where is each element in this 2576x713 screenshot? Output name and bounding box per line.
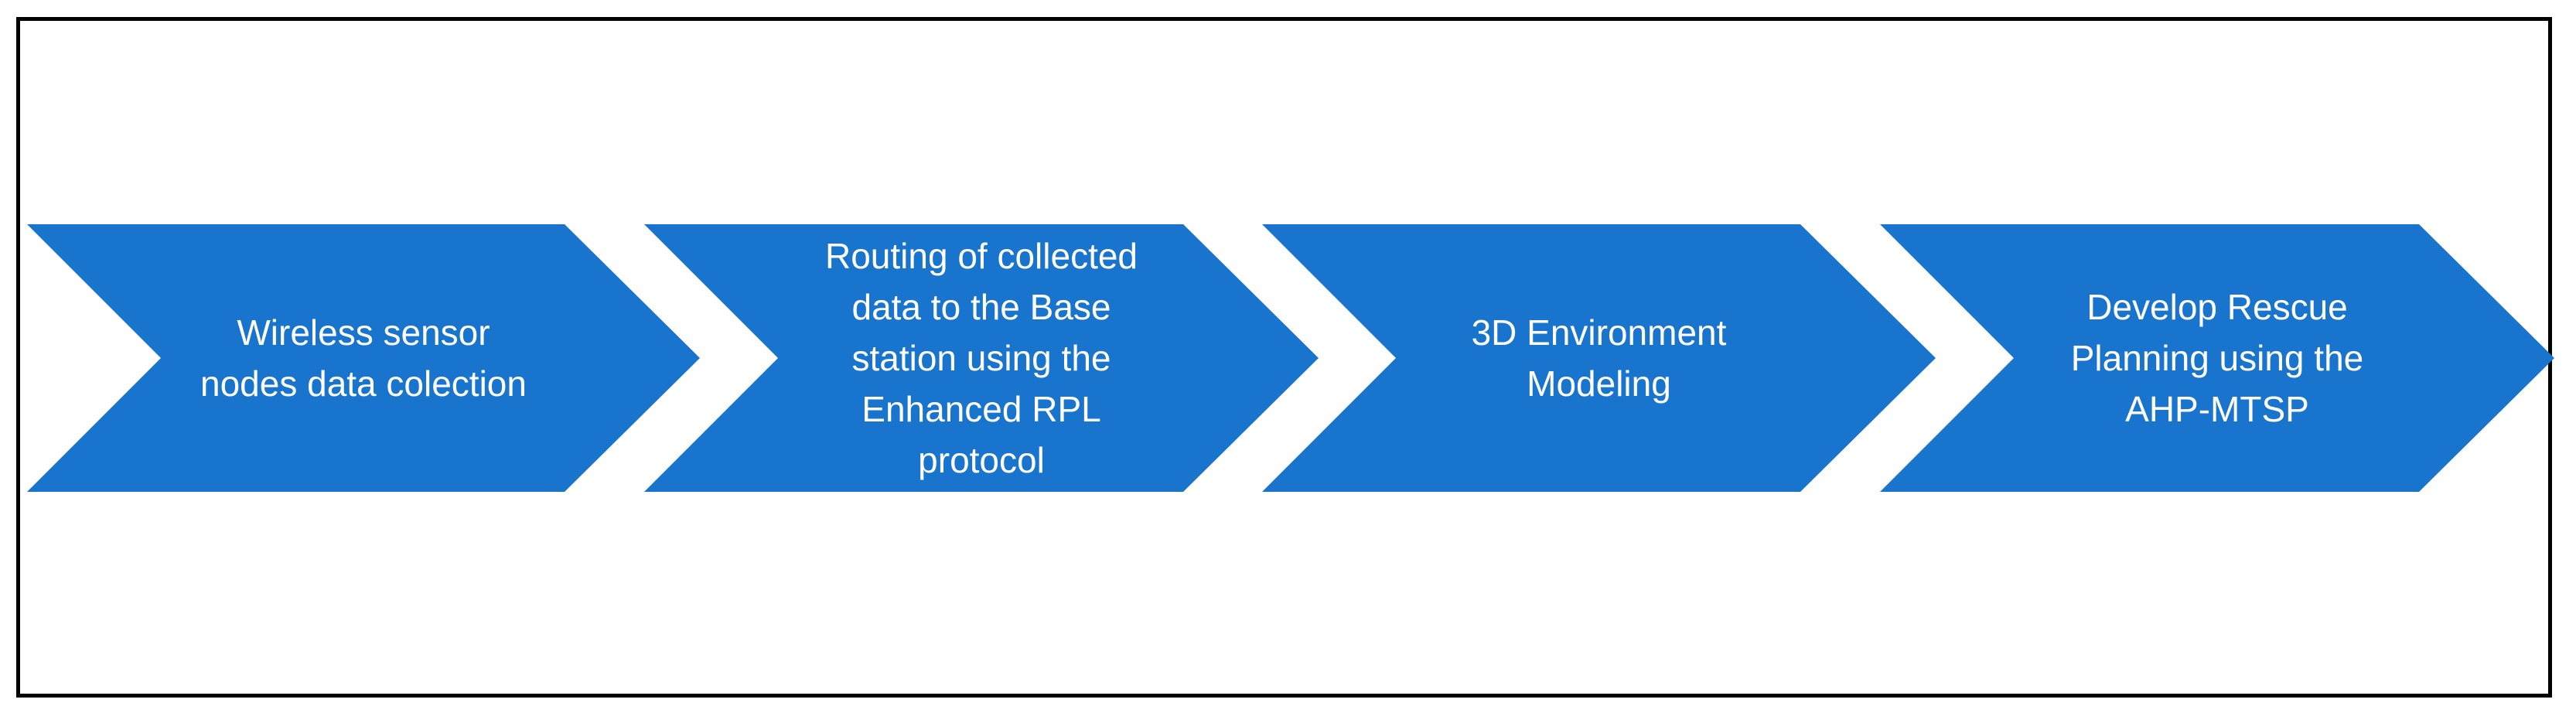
step-4-chevron [1880, 224, 2554, 492]
step-3-label: 3D Environment Modeling [1471, 312, 1727, 404]
step-3-chevron [1262, 224, 1936, 492]
step-2-chevron [644, 224, 1319, 492]
step-1-chevron [27, 224, 700, 492]
step-4-label: Develop Rescue Planning using the AHP-MT… [2070, 287, 2364, 429]
step-1-label: Wireless sensor nodes data colection [200, 312, 527, 404]
step-2-label: Routing of collected data to the Base st… [824, 236, 1138, 480]
